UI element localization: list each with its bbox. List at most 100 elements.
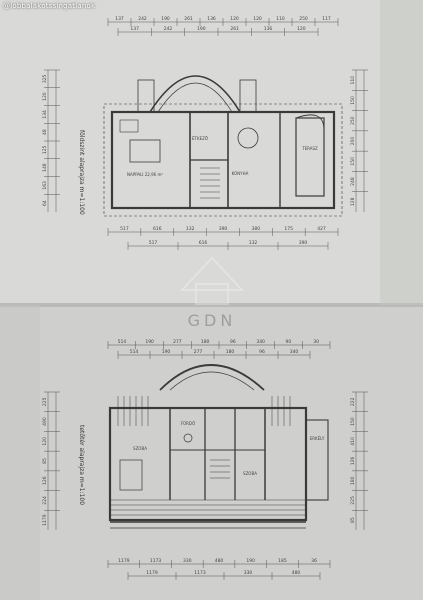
dimension-bottom-label: 1179: [146, 570, 158, 576]
dimension-left-label: 163: [42, 181, 48, 190]
dimension-top-label: 96: [230, 339, 236, 345]
room-label: TERASZ: [301, 146, 318, 151]
dimension-top-label: 137: [130, 26, 139, 32]
dimension-top-label: 117: [322, 16, 331, 22]
dimension-bottom-label: 390: [219, 226, 228, 232]
dimension-right-label: 410: [350, 437, 356, 446]
dimension-top-label: 120: [297, 26, 306, 32]
dimension-bottom-label: 330: [244, 570, 253, 576]
dimension-bottom-label: 517: [120, 226, 129, 232]
room-label: SZOBA: [133, 446, 147, 451]
dimension-bottom-label: 480: [215, 558, 224, 564]
dimension-bottom-label: 1179: [118, 558, 130, 564]
dimension-bottom-label: 36: [311, 558, 317, 564]
room-label: KONYHA: [232, 171, 249, 176]
dimension-bottom-label: 1173: [194, 570, 206, 576]
room-label: ÉTKEZŐ: [192, 136, 208, 141]
dimension-right-label: 150: [350, 96, 356, 105]
dimension-right-label: 180: [350, 476, 356, 485]
watermark-site-text: @lobbalakotssingatlanok: [3, 2, 96, 10]
dimension-right-label: 150: [350, 157, 356, 166]
dimension-bottom-label: 517: [149, 240, 158, 246]
dimension-top-label: 261: [184, 16, 193, 22]
dimension-right-label: 150: [350, 417, 356, 426]
room-label: ERKÉLY: [310, 436, 325, 441]
dimension-bottom-label: 1173: [150, 558, 162, 564]
dimension-top-label: 137: [115, 16, 124, 22]
dimension-bottom-label: 480: [292, 570, 301, 576]
dimension-left-label: 490: [42, 417, 48, 426]
dimension-right-label: 110: [350, 76, 356, 85]
dimension-top-label: 136: [264, 26, 273, 32]
dimension-top-label: 514: [118, 339, 127, 345]
svg-text:GDN: GDN: [188, 311, 237, 330]
dimension-bottom-label: 330: [183, 558, 192, 564]
dimension-top-label: 110: [276, 16, 285, 22]
dimension-left-label: 126: [42, 476, 48, 485]
dimension-top-label: 190: [145, 339, 154, 345]
dimension-bottom-label: 185: [278, 558, 287, 564]
dimension-top-label: 136: [207, 16, 216, 22]
top-sheet: [0, 0, 423, 305]
dimension-top-label: 242: [164, 26, 173, 32]
dimension-left-label: 64: [42, 200, 48, 206]
dimension-bottom-label: 190: [246, 558, 255, 564]
attic-floor-title: tetőtér alaprajza m=1:100: [78, 425, 85, 506]
dimension-right-label: 248: [350, 177, 356, 186]
dimension-left-label: 148: [42, 163, 48, 172]
dimension-left-label: 225: [42, 397, 48, 406]
ground-floor-plan: NAPPALI 22,96 m² KONYHA ÉTKEZŐ TERASZ: [103, 75, 343, 217]
dimension-left-label: 224: [42, 496, 48, 505]
dimension-left-label: 325: [42, 74, 48, 83]
dimension-top-label: 120: [253, 16, 262, 22]
room-label: NAPPALI 22,96 m²: [127, 172, 163, 177]
dimension-left-label: 134: [42, 110, 48, 119]
dimension-bottom-label: 616: [199, 240, 208, 246]
dimension-top-label: 277: [194, 349, 203, 355]
room-label: FÜRDŐ: [181, 421, 195, 426]
dimension-top-label: 340: [290, 349, 299, 355]
dimension-right-label: 200: [350, 137, 356, 146]
dimension-left-label: 120: [42, 92, 48, 101]
ground-floor-title: földszint alaprajza m=1:100: [78, 130, 85, 215]
dimension-top-label: 514: [130, 349, 139, 355]
dimension-bottom-label: 132: [186, 226, 195, 232]
dimension-top-label: 190: [162, 349, 171, 355]
dimension-top-label: 90: [286, 339, 292, 345]
sheet-fold: [0, 303, 423, 307]
dimension-top-label: 242: [138, 16, 147, 22]
dimension-top-label: 180: [201, 339, 210, 345]
dimension-bottom-label: 132: [249, 240, 258, 246]
dimension-left-label: 48: [42, 129, 48, 135]
dimension-bottom-label: 616: [153, 226, 162, 232]
dimension-top-label: 30: [313, 339, 319, 345]
dimension-top-label: 250: [299, 16, 308, 22]
dimension-left-label: 1179: [42, 514, 48, 526]
dimension-top-label: 277: [173, 339, 182, 345]
dimension-right-label: 85: [350, 517, 356, 523]
dimension-top-label: 261: [230, 26, 239, 32]
dimension-bottom-label: 390: [299, 240, 308, 246]
dimension-right-label: 126: [350, 457, 356, 466]
dimension-left-label: 120: [42, 437, 48, 446]
dimension-top-label: 340: [256, 339, 265, 345]
attic-floor-plan: SZOBA FÜRDŐ SZOBA ERKÉLY: [108, 364, 329, 529]
dimension-bottom-label: 380: [252, 226, 261, 232]
dimension-bottom-label: 427: [317, 226, 326, 232]
bottom-sheet: [0, 305, 423, 600]
room-label: SZOBA: [243, 471, 257, 476]
dimension-right-label: 250: [350, 116, 356, 125]
dimension-top-label: 180: [226, 349, 235, 355]
dimension-left-label: 85: [42, 458, 48, 464]
dimension-top-label: 190: [197, 26, 206, 32]
dimension-right-label: 128: [350, 197, 356, 206]
dimension-bottom-label: 175: [284, 226, 293, 232]
agency-logo: GDN: [180, 256, 244, 330]
dimension-right-label: 222: [350, 397, 356, 406]
dimension-top-label: 120: [230, 16, 239, 22]
dimension-top-label: 96: [259, 349, 265, 355]
